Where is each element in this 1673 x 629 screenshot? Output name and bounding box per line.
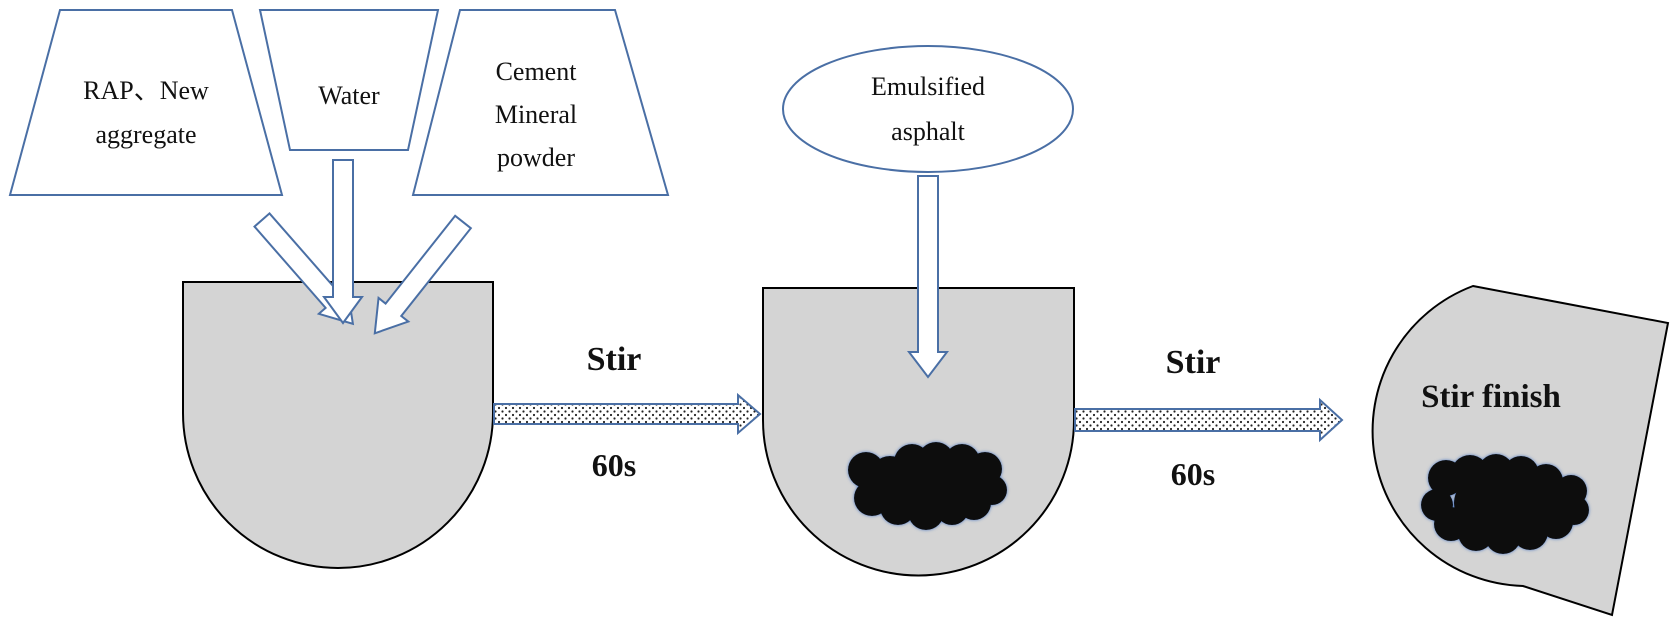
stir-arrow-2-icon — [1074, 397, 1344, 443]
stir-arrow-1-icon — [493, 392, 762, 436]
feed-arrow-cement-icon — [373, 214, 473, 335]
feed-arrow-water-icon — [322, 159, 364, 325]
asphalt-mixture-blob-1-icon — [848, 442, 1007, 530]
hopper-water: Water — [258, 9, 440, 151]
hopper-cement-label-line1: Cement — [496, 57, 578, 86]
step-2-duration-label: 60s — [1171, 456, 1215, 492]
hopper-rap-label-line1: RAP、New — [83, 76, 209, 105]
asphalt-mixture-blob-2-icon — [1421, 454, 1589, 554]
hopper-rap-new-aggregate: RAP、New aggregate — [8, 9, 284, 196]
final-stir-finish-label: Stir finish — [1421, 379, 1561, 415]
emulsified-asphalt-label-line1: Emulsified — [871, 72, 985, 101]
hopper-water-label: Water — [318, 81, 380, 110]
hopper-cement-label-line3: powder — [497, 143, 575, 172]
step-2-action-label: Stir — [1166, 344, 1221, 381]
hopper-rap-label-line2: aggregate — [95, 120, 196, 149]
step-1-action-label: Stir — [587, 341, 642, 378]
step-1-duration-label: 60s — [592, 447, 636, 483]
hopper-cement-mineral-powder: Cement Mineral powder — [411, 9, 670, 196]
emulsified-asphalt-ellipse: Emulsified asphalt — [782, 45, 1074, 173]
mixing-vessel-1 — [182, 281, 494, 569]
mixing-vessel-final-tilted — [1371, 284, 1670, 617]
emulsified-asphalt-label-line2: asphalt — [891, 117, 965, 146]
feed-arrow-asphalt-icon — [906, 175, 950, 379]
hopper-cement-label-line2: Mineral — [495, 100, 577, 129]
